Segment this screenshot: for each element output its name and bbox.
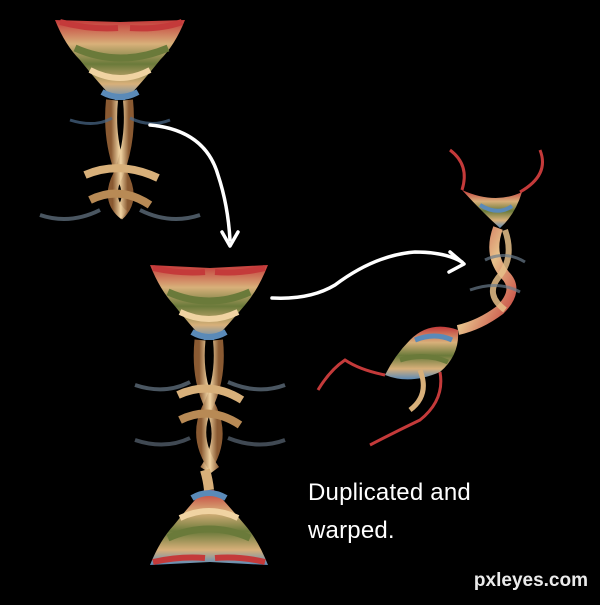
warped-sculpture: [316, 148, 544, 447]
arrow-right-icon: [270, 250, 464, 300]
hourglass-sculpture-original: [39, 19, 201, 221]
caption-line-1: Duplicated and: [308, 479, 471, 506]
caption: Duplicated and warped.: [308, 474, 548, 550]
hourglass-sculpture-duplicated: [134, 265, 286, 565]
arrow-down-icon: [148, 123, 232, 242]
arrow-right-head-icon: [447, 250, 466, 274]
watermark: pxleyes.com: [473, 570, 588, 591]
caption-line-2: warped.: [308, 517, 395, 544]
arrow-down-head-icon: [220, 230, 240, 248]
